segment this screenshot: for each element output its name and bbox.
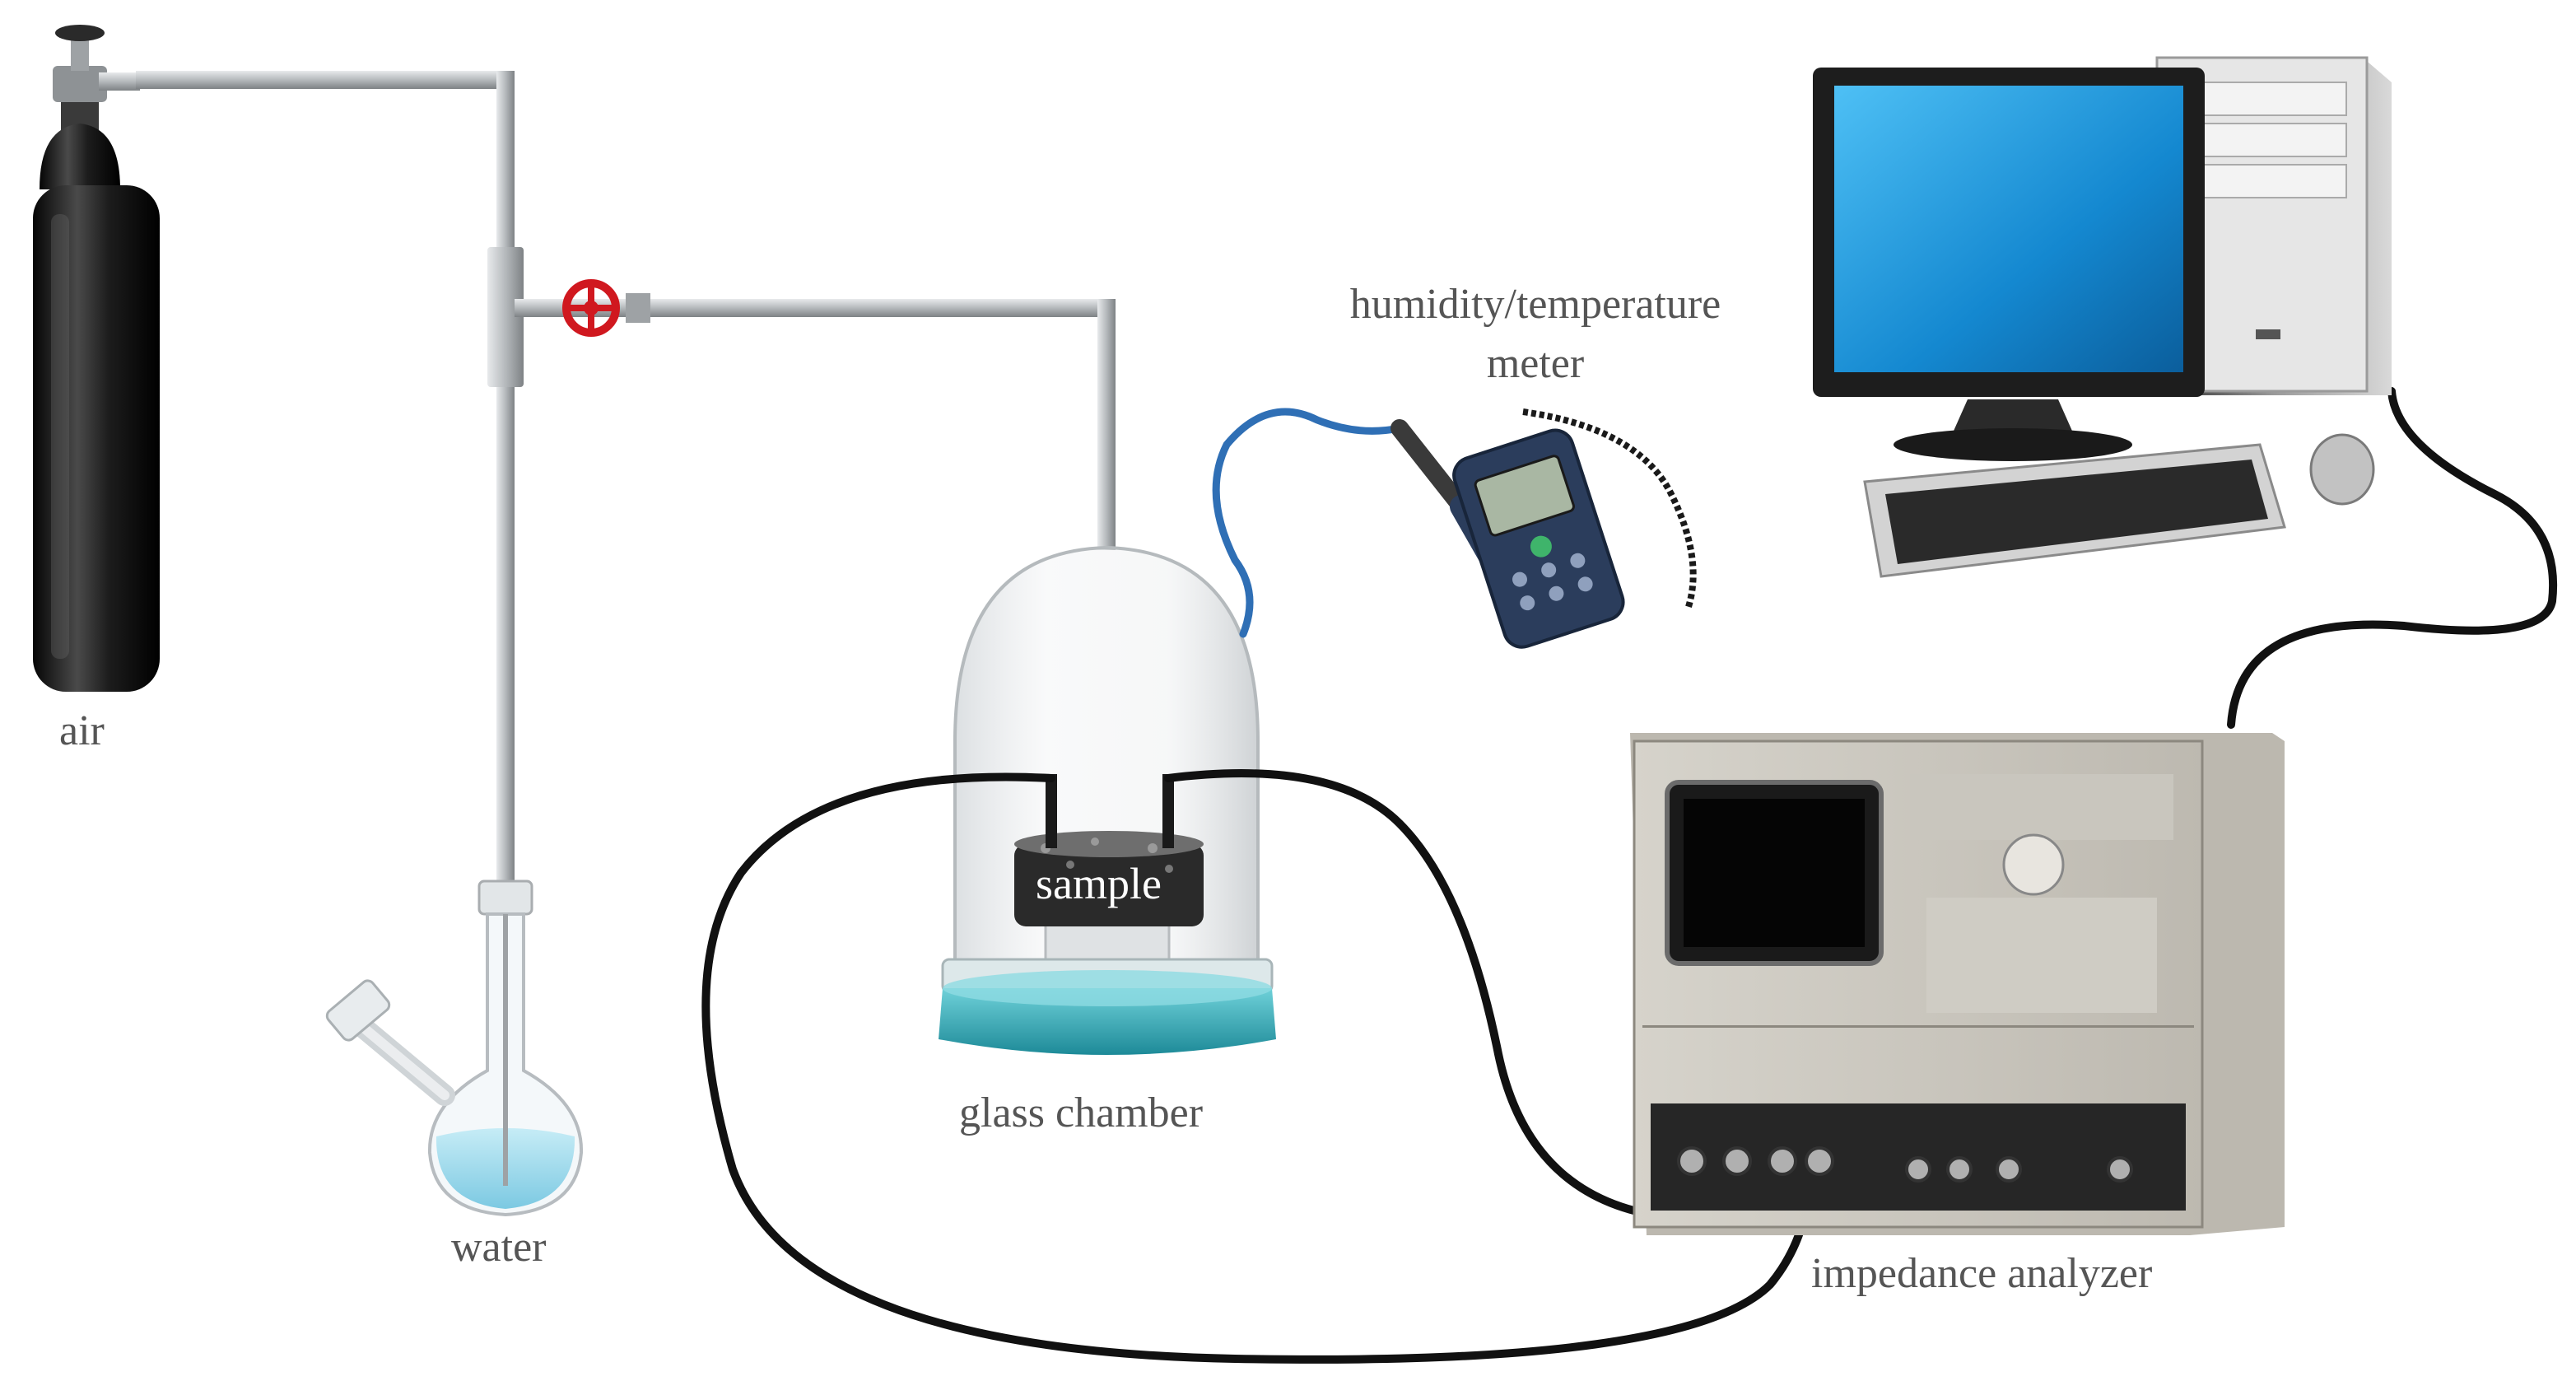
glass-chamber xyxy=(939,545,1276,1055)
meter-label-line1: humidity/temperature xyxy=(1349,281,1721,328)
sample-disc xyxy=(1014,831,1204,926)
probe-cable xyxy=(1212,408,1404,638)
air-label: air xyxy=(59,707,105,754)
glass-chamber-label: glass chamber xyxy=(959,1089,1204,1136)
humidity-temperature-meter xyxy=(1390,408,1697,649)
valve-icon xyxy=(562,279,620,337)
impedance-analyzer-label: impedance analyzer xyxy=(1811,1250,2153,1297)
electrodes xyxy=(1046,774,1174,848)
sample-label: sample xyxy=(1036,859,1162,908)
air-pipes xyxy=(136,71,1116,894)
water-flask xyxy=(325,879,584,1217)
meter-label-line2: meter xyxy=(1486,340,1585,387)
air-cylinder xyxy=(33,25,160,692)
computer xyxy=(1813,56,2392,578)
impedance-analyzer xyxy=(1630,733,2285,1235)
water-label: water xyxy=(451,1224,547,1271)
